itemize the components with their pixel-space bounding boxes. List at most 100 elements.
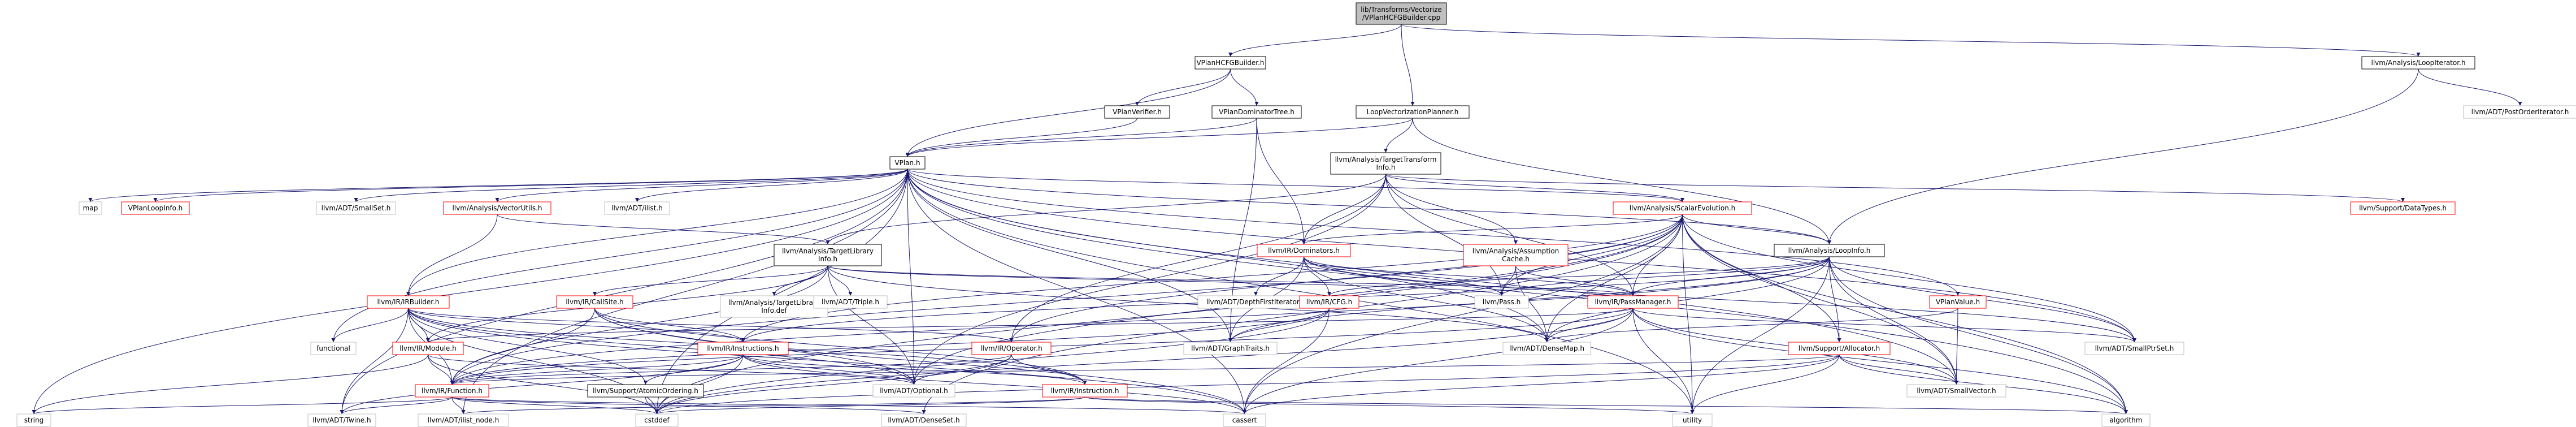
node-vectorutils-h[interactable]: llvm/Analysis/VectorUtils.h xyxy=(443,201,551,215)
edge-vplanhcfgbuilder-h-to-vplan-h xyxy=(905,68,1231,157)
edge-vplanvalue-h-to-densemap-h xyxy=(1545,308,1958,343)
edge-dominators-h-to-passmanager-h xyxy=(1304,256,1635,296)
node-root[interactable]: lib/Transforms/Vectorize/VPlanHCFGBuilde… xyxy=(1356,2,1447,25)
node-vplanhcfgbuilder-h[interactable]: VPlanHCFGBuilder.h xyxy=(1194,56,1266,70)
node-box xyxy=(1788,342,1891,355)
node-label: VPlanLoopInfo.h xyxy=(128,204,183,212)
edge-tti-h-to-scev-h xyxy=(1385,174,1684,202)
edge-vplanhcfgbuilder-h-to-vplanverifier-h xyxy=(1135,68,1231,106)
node-box xyxy=(1356,105,1470,119)
edge-scev-h-to-function-h xyxy=(450,214,1683,385)
node-function-h[interactable]: llvm/IR/Function.h xyxy=(415,384,489,398)
edge-function-h-to-twine-h xyxy=(340,396,453,415)
node-irbuilder-h[interactable]: llvm/IR/IRBuilder.h xyxy=(367,295,450,309)
edge-irbuilder-h-to-functional xyxy=(331,308,409,343)
node-label: Info.def xyxy=(761,307,787,314)
node-box xyxy=(307,413,376,427)
edge-targetlibinfo-h-to-triple-h xyxy=(827,265,853,296)
node-label: llvm/ADT/ilist_node.h xyxy=(428,416,499,424)
node-label: llvm/Support/AtomicOrdering.h xyxy=(593,387,698,395)
node-utility: utility xyxy=(1672,413,1713,427)
node-box xyxy=(1211,105,1302,119)
edge-instruction-h-to-utility xyxy=(1084,396,1694,415)
node-vplan-h[interactable]: VPlan.h xyxy=(889,156,926,170)
edge-atomicordering-h-to-cstddef xyxy=(645,396,659,415)
node-label: llvm/ADT/ilist.h xyxy=(611,204,663,212)
node-passmanager-h[interactable]: llvm/IR/PassManager.h xyxy=(1587,295,1679,309)
node-instructions-h[interactable]: llvm/IR/Instructions.h xyxy=(697,342,789,355)
node-allocator-h[interactable]: llvm/Support/Allocator.h xyxy=(1788,342,1891,355)
node-scev-h[interactable]: llvm/Analysis/ScalarEvolution.h xyxy=(1613,201,1752,215)
node-box xyxy=(1774,244,1885,257)
edge-targetlibinfo-h-to-function-h xyxy=(450,265,828,385)
node-vplanvalue-h[interactable]: VPlanValue.h xyxy=(1929,295,1987,309)
node-vplanloopinfo-h[interactable]: VPlanLoopInfo.h xyxy=(121,201,190,215)
node-module-h[interactable]: llvm/IR/Module.h xyxy=(392,342,464,355)
node-callsite-h[interactable]: llvm/IR/CallSite.h xyxy=(556,295,633,309)
node-box xyxy=(881,413,967,427)
node-label: llvm/IR/Dominators.h xyxy=(1268,247,1340,255)
node-box xyxy=(79,201,102,215)
edge-vplan-h-to-vplanvalue-h xyxy=(907,169,1960,296)
edge-scev-h-to-smallvector-h xyxy=(1682,214,1958,385)
node-dominators-h[interactable]: llvm/IR/Dominators.h xyxy=(1257,244,1351,257)
node-instruction-h[interactable]: llvm/IR/Instruction.h xyxy=(1042,384,1128,398)
node-box xyxy=(1929,295,1987,309)
node-label: utility xyxy=(1683,416,1702,424)
node-label: cassert xyxy=(1232,416,1257,424)
edge-tti-h-to-operator-h xyxy=(1009,174,1386,343)
node-label: llvm/ADT/GraphTraits.h xyxy=(1191,344,1270,352)
edge-function-h-to-cassert xyxy=(451,396,1246,415)
node-label: llvm/Analysis/VectorUtils.h xyxy=(452,204,542,212)
edge-instruction-h-to-cstddef xyxy=(655,396,1085,415)
edge-operator-h-to-optional-h xyxy=(912,354,1012,385)
node-box xyxy=(16,413,51,427)
edge-vplan-h-to-map xyxy=(88,169,908,202)
node-label: llvm/Analysis/TargetLibrary xyxy=(782,247,874,255)
edges-layer xyxy=(32,24,2522,415)
node-box xyxy=(2101,413,2151,427)
node-loopiterator-h[interactable]: llvm/Analysis/LoopIterator.h xyxy=(2361,56,2475,70)
edge-loopiterator-h-to-postorder-h xyxy=(2418,68,2522,106)
edge-root-to-loopiterator-h xyxy=(1401,24,2421,57)
node-label: llvm/IR/Instruction.h xyxy=(1050,387,1119,395)
node-label: VPlan.h xyxy=(894,159,920,167)
edge-irbuilder-h-to-instructions-h xyxy=(408,308,745,343)
node-label: lib/Transforms/Vectorize xyxy=(1361,6,1442,14)
edge-passmanager-h-to-cstddef xyxy=(655,308,1634,415)
edge-vplan-h-to-scev-h xyxy=(907,169,1684,202)
edge-module-h-to-optional-h xyxy=(428,354,916,385)
node-loopvect-h[interactable]: LoopVectorizationPlanner.h xyxy=(1356,105,1470,119)
node-cfg-h[interactable]: llvm/IR/CFG.h xyxy=(1299,295,1359,309)
node-loopinfo-h[interactable]: llvm/Analysis/LoopInfo.h xyxy=(1774,244,1885,257)
edge-vplan-h-to-vplanloopinfo-h xyxy=(153,169,908,202)
edge-vectorutils-h-to-targetlibinfo-h xyxy=(497,214,830,245)
edge-vplan-h-to-optional-h xyxy=(907,169,916,385)
node-box xyxy=(2084,342,2184,355)
node-atomicordering-h[interactable]: llvm/Support/AtomicOrdering.h xyxy=(587,384,704,398)
edge-passmanager-h-to-algorithm xyxy=(1632,308,2128,415)
node-label: cstddef xyxy=(644,416,670,424)
node-box xyxy=(697,342,789,355)
node-operator-h[interactable]: llvm/IR/Operator.h xyxy=(971,342,1052,355)
edge-tti-h-to-passmanager-h xyxy=(1385,174,1635,296)
edge-cfg-h-to-cassert xyxy=(1243,308,1330,415)
node-vplanverifier-h[interactable]: VPlanVerifier.h xyxy=(1104,105,1170,119)
node-vplandomtree-h[interactable]: VPlanDominatorTree.h xyxy=(1211,105,1302,119)
edge-dominators-h-to-smallptrset-h xyxy=(1304,256,2136,343)
node-box xyxy=(1474,295,1529,309)
edge-vplan-h-to-vectorutils-h xyxy=(495,169,908,202)
node-datatypes-h[interactable]: llvm/Support/DataTypes.h xyxy=(2350,201,2456,215)
edge-module-h-to-function-h xyxy=(428,354,454,385)
edge-vplanvalue-h-to-smallvector-h xyxy=(1954,308,1959,385)
node-box xyxy=(1587,295,1679,309)
node-label: llvm/ADT/Triple.h xyxy=(822,298,879,306)
edge-loopiterator-h-to-loopinfo-h xyxy=(1827,68,2419,245)
edge-tti-h-to-targetlibinfo-h xyxy=(826,174,1386,245)
edge-vplanverifier-h-to-vplan-h xyxy=(905,118,1137,157)
node-box xyxy=(415,384,489,398)
